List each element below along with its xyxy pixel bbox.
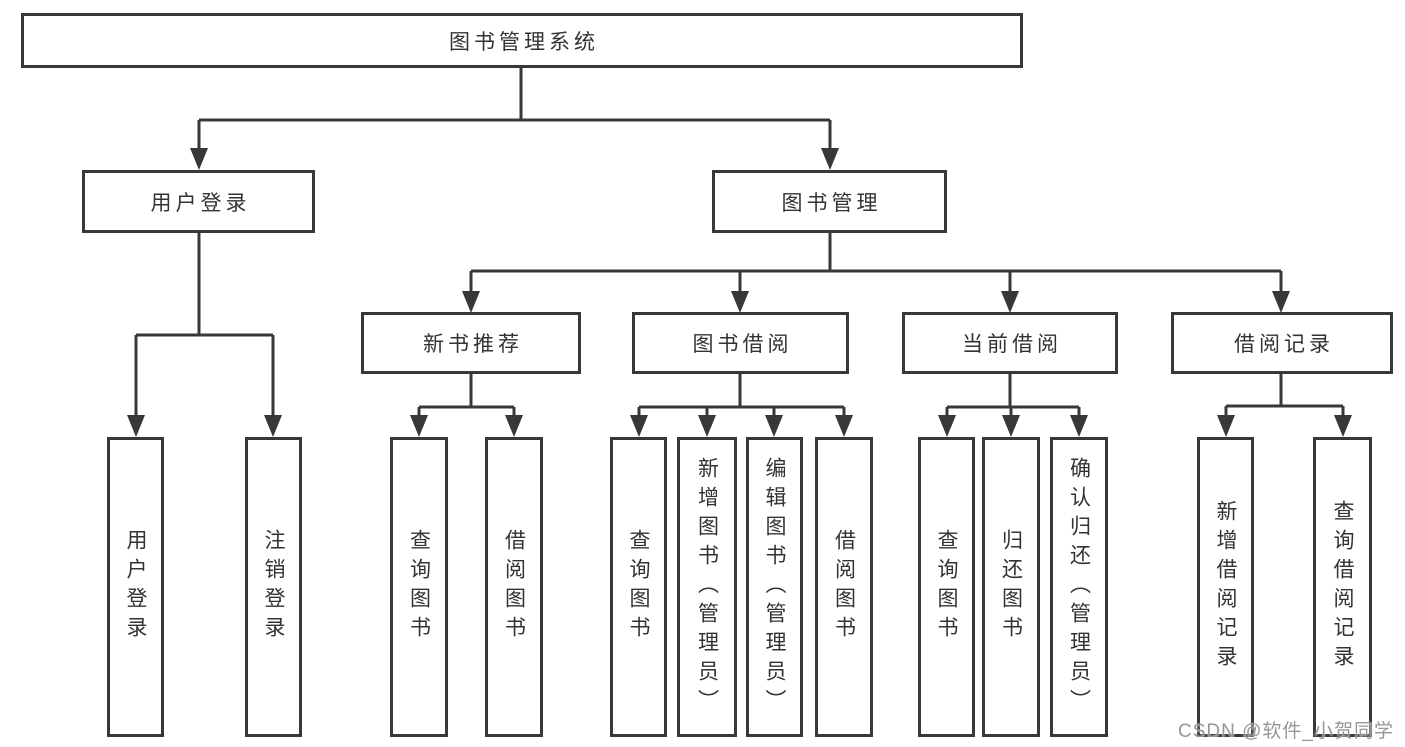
node-leaf-confirm-return-admin: 确认归还（管理员）: [1050, 437, 1108, 737]
watermark-text: CSDN @软件_小贺同学: [1178, 721, 1394, 742]
node-leaf-query-borrow-record: 查询借阅记录: [1313, 437, 1372, 737]
node-book-borrowing-label: 图书借阅: [692, 333, 793, 356]
node-root: 图书管理系统: [21, 13, 1023, 68]
node-leaf-return-book-label: 归还图书: [999, 529, 1023, 645]
node-leaf-query-borrow-record-label: 查询借阅记录: [1331, 500, 1354, 674]
node-leaf-edit-book-admin-label: 编辑图书（管理员）: [763, 456, 786, 718]
node-leaf-query-books-recommend-label: 查询图书: [407, 529, 431, 645]
node-leaf-user-login-label: 用户登录: [124, 529, 147, 645]
node-leaf-borrow-books: 借阅图书: [815, 437, 873, 737]
node-current-borrowing-label: 当前借阅: [962, 333, 1062, 356]
node-leaf-query-books-borrowing: 查询图书: [610, 437, 667, 737]
node-leaf-return-book: 归还图书: [982, 437, 1040, 737]
node-leaf-confirm-return-admin-label: 确认归还（管理员）: [1067, 456, 1091, 718]
node-current-borrowing: 当前借阅: [902, 312, 1118, 374]
node-user-login: 用户登录: [82, 170, 315, 233]
node-leaf-query-books-current-label: 查询图书: [935, 529, 958, 645]
node-leaf-edit-book-admin: 编辑图书（管理员）: [746, 437, 803, 737]
node-leaf-add-book-admin: 新增图书（管理员）: [677, 437, 737, 737]
node-book-management-label: 图书管理: [781, 191, 882, 215]
node-leaf-logout-label: 注销登录: [262, 529, 285, 645]
node-new-book-recommend: 新书推荐: [361, 312, 581, 374]
node-root-label: 图书管理系统: [449, 30, 599, 54]
node-leaf-logout: 注销登录: [245, 437, 302, 737]
node-leaf-query-books-borrowing-label: 查询图书: [627, 529, 650, 645]
node-leaf-borrow-books-recommend-label: 借阅图书: [502, 529, 526, 645]
node-leaf-add-book-admin-label: 新增图书（管理员）: [695, 456, 719, 718]
node-book-borrowing: 图书借阅: [632, 312, 849, 374]
node-leaf-borrow-books-label: 借阅图书: [832, 529, 856, 645]
node-leaf-user-login: 用户登录: [107, 437, 164, 737]
node-book-management: 图书管理: [712, 170, 947, 233]
node-leaf-borrow-books-recommend: 借阅图书: [485, 437, 543, 737]
node-leaf-query-books-current: 查询图书: [918, 437, 975, 737]
node-borrowing-records-label: 借阅记录: [1234, 333, 1334, 356]
node-leaf-add-borrow-record-label: 新增借阅记录: [1214, 500, 1237, 674]
node-leaf-add-borrow-record: 新增借阅记录: [1197, 437, 1254, 737]
node-borrowing-records: 借阅记录: [1171, 312, 1393, 374]
node-leaf-query-books-recommend: 查询图书: [390, 437, 448, 737]
node-user-login-label: 用户登录: [150, 191, 251, 215]
node-new-book-recommend-label: 新书推荐: [423, 333, 523, 356]
